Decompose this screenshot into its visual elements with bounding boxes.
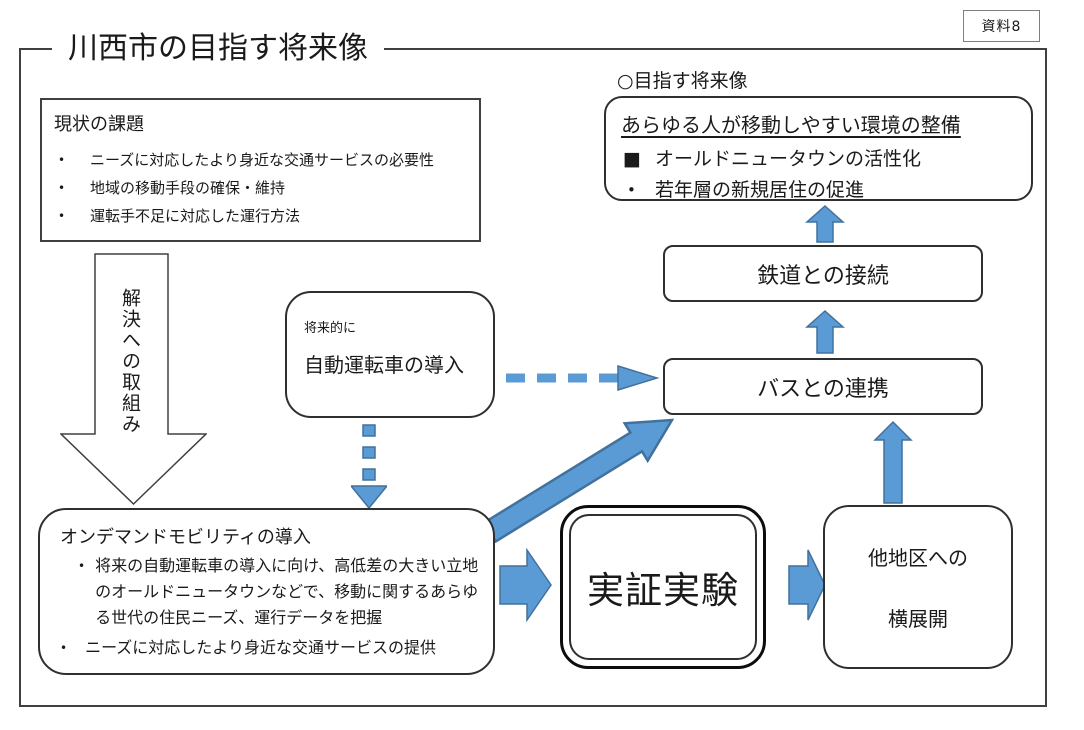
up-arrow-icon <box>805 204 845 243</box>
page-title: 川西市の目指す将来像 <box>52 33 384 65</box>
diagonal-arrow-icon <box>482 418 675 544</box>
up-arrow-icon <box>873 420 913 504</box>
expansion-box: 他地区への 横展開 <box>823 505 1013 669</box>
ondemand-mobility-box: オンデマンドモビリティの導入 • 将来の自動運転車の導入に向け、高低差の大きい立… <box>38 508 495 675</box>
bullet-icon: • <box>58 181 66 195</box>
dashed-arrow-right-icon <box>506 365 660 391</box>
bullet-icon: • <box>58 209 66 223</box>
issue-text: 地域の移動手段の確保・維持 <box>90 179 286 197</box>
solution-arrow-label: 解決への取組み <box>119 288 141 435</box>
square-bullet-icon: ■ <box>623 148 641 170</box>
list-item: • 若年層の新規居住の促進 <box>621 175 1031 206</box>
bullet-icon: • <box>627 181 636 199</box>
block-arrow-right-icon <box>499 547 552 623</box>
rail-connection-box: 鉄道との接続 <box>663 245 983 302</box>
bullet-icon: • <box>60 641 68 655</box>
goal-box: あらゆる人が移動しやすい環境の整備 ■ オールドニュータウンの活性化 • 若年層… <box>604 96 1033 201</box>
document-number-tag: 資料8 <box>963 10 1040 42</box>
list-item: • 運転手不足に対応した運行方法 <box>54 202 471 230</box>
goal-section-heading: ○目指す将来像 <box>617 70 748 92</box>
ondemand-bullet-text: 将来の自動運転車の導入に向け、高低差の大きい立地のオールドニュータウンなどで、移… <box>95 556 479 627</box>
list-item: • ニーズに対応したより身近な交通サービスの提供 <box>60 635 483 661</box>
experiment-box-inner: 実証実験 <box>569 514 757 660</box>
future-car-note: 将来的に <box>304 321 357 336</box>
block-arrow-right-icon <box>788 549 826 621</box>
list-item: • 将来の自動運転車の導入に向け、高低差の大きい立地のオールドニュータウンなどで… <box>60 553 483 631</box>
issue-text: ニーズに対応したより身近な交通サービスの必要性 <box>90 151 434 169</box>
main-frame-border <box>19 48 1047 707</box>
dotted-arrow-down-icon <box>351 424 387 509</box>
bullet-icon: • <box>58 153 66 167</box>
experiment-label: 実証実験 <box>587 569 739 612</box>
experiment-box: 実証実験 <box>560 505 766 669</box>
future-car-label: 自動運転車の導入 <box>304 353 464 377</box>
current-issues-box: 現状の課題 • ニーズに対応したより身近な交通サービスの必要性 • 地域の移動手… <box>40 98 481 242</box>
issue-text: 運転手不足に対応した運行方法 <box>90 207 301 225</box>
bus-coordination-box: バスとの連携 <box>663 358 983 415</box>
expansion-label-line2: 横展開 <box>888 607 948 631</box>
ondemand-bullet-text: ニーズに対応したより身近な交通サービスの提供 <box>85 638 436 657</box>
solution-down-arrow <box>60 253 207 506</box>
expansion-label-line1: 他地区への <box>868 546 968 570</box>
document-number-text: 資料8 <box>981 19 1022 35</box>
bus-coordination-label: バスとの連携 <box>757 376 889 402</box>
up-arrow-icon <box>805 309 845 354</box>
rail-connection-label: 鉄道との接続 <box>757 263 889 289</box>
list-item: • ニーズに対応したより身近な交通サービスの必要性 <box>54 146 471 174</box>
goal-item-text: 若年層の新規居住の促進 <box>655 179 865 201</box>
bullet-icon: • <box>78 559 86 573</box>
future-autonomous-car-box: 将来的に 自動運転車の導入 <box>285 291 495 418</box>
list-item: • 地域の移動手段の確保・維持 <box>54 174 471 202</box>
ondemand-title: オンデマンドモビリティの導入 <box>60 527 311 548</box>
goal-title: あらゆる人が移動しやすい環境の整備 <box>621 113 961 137</box>
list-item: ■ オールドニュータウンの活性化 <box>621 144 1031 175</box>
current-issues-title: 現状の課題 <box>54 114 144 135</box>
goal-item-text: オールドニュータウンの活性化 <box>655 148 922 170</box>
